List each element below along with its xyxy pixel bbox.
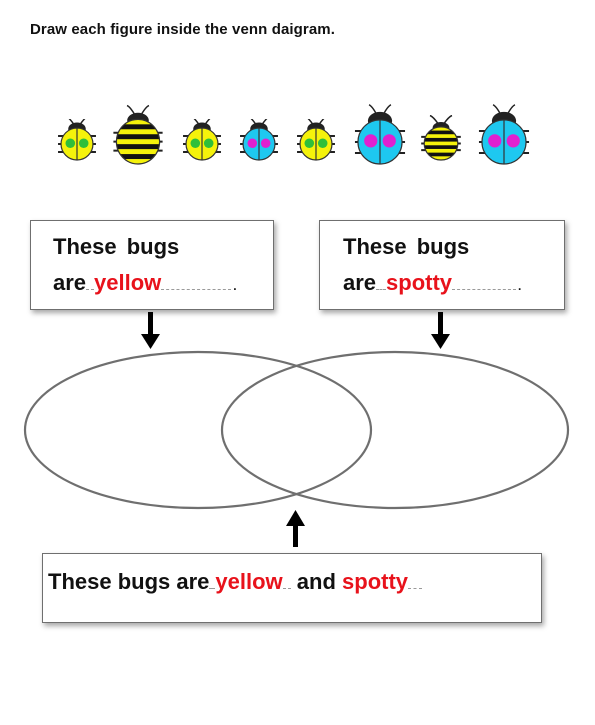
up-arrow-icon-center [286,510,305,547]
bottom-connector: and [296,569,336,594]
bottom-blank-3 [408,588,423,589]
left-answer[interactable]: yellow [94,270,162,295]
yellow-ladybug-icon-1[interactable] [56,119,98,161]
right-venn-circle[interactable] [220,350,570,510]
down-arrow-icon-right [431,312,450,349]
left-box-line1: These bugs [53,234,180,259]
left-box-prefix: are [53,270,87,295]
blue-ladybug-icon-2[interactable] [351,103,409,165]
left-blank-pre [86,289,95,290]
blue-ladybug-icon-1[interactable] [238,119,280,161]
intersection-label-box [42,553,542,623]
right-blank-pre [376,289,387,290]
left-venn-circle[interactable] [23,350,373,510]
bottom-answer-1[interactable]: yellow [215,569,283,594]
bee-icon-2[interactable] [420,115,462,161]
bee-icon-1[interactable] [111,103,165,165]
bottom-answer-2[interactable]: spotty [342,569,409,594]
bug-row [0,95,595,165]
down-arrow-icon-left [141,312,160,349]
right-box-line1: These bugs [343,234,470,259]
yellow-ladybug-icon-3[interactable] [295,119,337,161]
right-box-prefix: are [343,270,377,295]
blue-ladybug-icon-3[interactable] [475,103,533,165]
instruction-text: Draw each figure inside the venn daigram… [30,21,336,38]
bottom-prefix: These bugs are [48,569,210,594]
left-blank-post [161,289,232,290]
bottom-blank-2 [282,588,291,589]
yellow-ladybug-icon-2[interactable] [181,119,223,161]
right-answer[interactable]: spotty [386,270,453,295]
bottom-blank-1 [209,588,216,589]
right-blank-post [452,289,517,290]
